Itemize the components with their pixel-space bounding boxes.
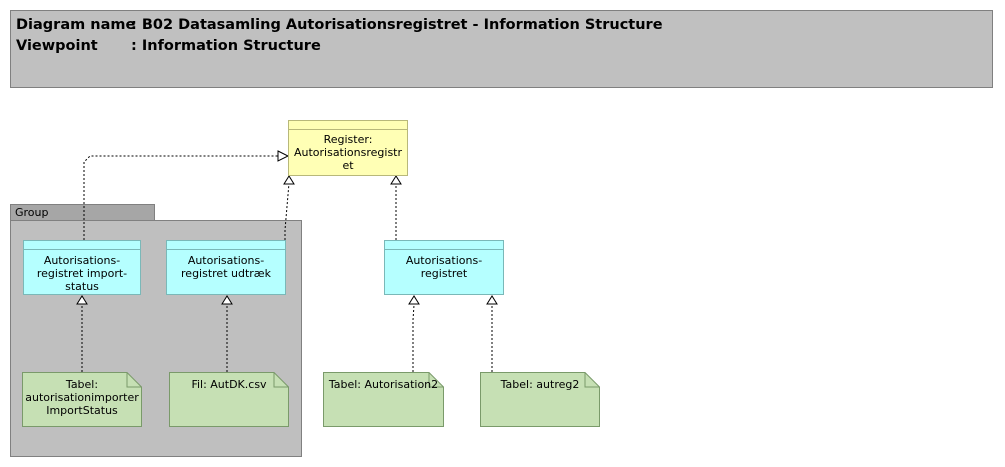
arrowhead-open-triangle (390, 175, 402, 185)
arrowhead-open-triangle (221, 295, 233, 305)
artifact-header-bar (385, 241, 503, 250)
note-import-status-node[interactable]: Tabel: autorisationimporter ImportStatus (22, 372, 142, 427)
note-autorisation2-label: Tabel: Autorisation2 (328, 378, 439, 391)
viewpoint-key: Viewpoint (16, 38, 98, 54)
diagram-header: Diagram name: B02 Datasamling Autorisati… (10, 10, 993, 88)
artifact-import-status-node[interactable]: Autorisations-registret import-status (23, 240, 141, 295)
artifact-header-bar (167, 241, 285, 250)
note-shape (169, 372, 289, 427)
diagram-name-value: : B02 Datasamling Autorisationsregistret… (131, 17, 663, 33)
viewpoint-row: Viewpoint : Information Structure (16, 38, 321, 54)
note-autorisation2-node[interactable]: Tabel: Autorisation2 (323, 372, 444, 427)
arrowhead-open-triangle (408, 295, 420, 305)
note-autreg2-node[interactable]: Tabel: autreg2 (480, 372, 600, 427)
edge-udtraek-to-register[interactable] (284, 182, 290, 240)
note-autdk-label: Fil: AutDK.csv (191, 378, 267, 391)
edge-note-autorisation2-to-artifact[interactable] (412, 304, 415, 372)
artifact-udtraek-label: Autorisations-registret udtræk (181, 254, 271, 280)
note-shape (22, 372, 142, 427)
artifact-import-status-label: Autorisations-registret import-status (36, 254, 128, 293)
artifact-register-label: Autorisations-registret (405, 254, 483, 280)
artifact-udtraek-node[interactable]: Autorisations-registret udtræk (166, 240, 286, 295)
arrowhead-open-triangle (76, 295, 88, 305)
note-autreg2-label: Tabel: autreg2 (500, 378, 580, 391)
note-autdk-node[interactable]: Fil: AutDK.csv (169, 372, 289, 427)
diagram-name-key: Diagram name (16, 17, 136, 33)
register-header-bar (289, 121, 407, 130)
register-label: Register: Autorisationsregistret (293, 133, 403, 172)
note-shape (480, 372, 600, 427)
diagram-name-row: Diagram name: B02 Datasamling Autorisati… (16, 17, 663, 33)
arrowhead-open-triangle (277, 150, 290, 162)
note-import-status-label: Tabel: autorisationimporter ImportStatus (25, 378, 139, 417)
viewpoint-value: : Information Structure (131, 38, 321, 54)
edge-import-status-to-register[interactable] (83, 155, 278, 240)
artifact-header-bar (24, 241, 140, 250)
arrowhead-open-triangle (486, 295, 498, 305)
note-shape (323, 372, 444, 427)
register-node[interactable]: Register: Autorisationsregistret (288, 120, 408, 176)
arrowhead-open-triangle (283, 175, 295, 185)
group-label: Group (15, 206, 49, 219)
artifact-register-node[interactable]: Autorisations-registret (384, 240, 504, 295)
